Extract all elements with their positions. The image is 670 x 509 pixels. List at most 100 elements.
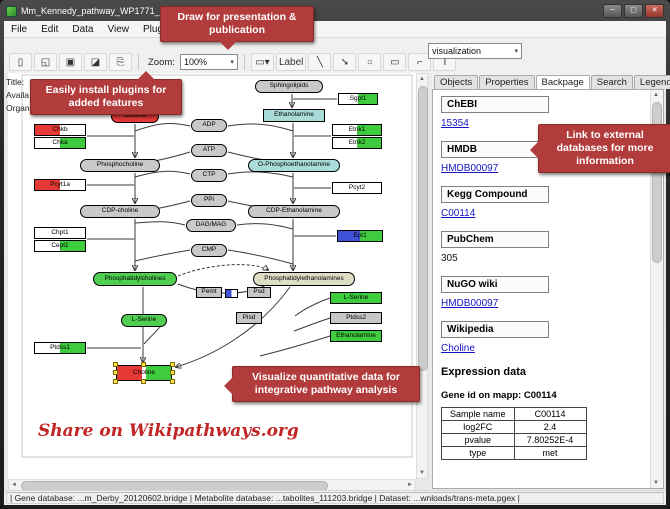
ellipse-tool[interactable]: ○ <box>358 53 382 71</box>
menu-item-plugins[interactable]: Plugins <box>136 23 183 36</box>
visualization-select[interactable]: visualization ▾ <box>428 43 522 59</box>
save-icon[interactable]: ▣ <box>59 53 82 71</box>
selection-handle[interactable] <box>113 370 118 375</box>
backpage-header-chebi: ChEBI <box>441 96 549 113</box>
backpage-link-chebi[interactable]: 15354 <box>441 118 469 129</box>
scroll-thumb[interactable] <box>418 86 428 371</box>
tab-objects[interactable]: Objects <box>434 75 479 89</box>
node-ctp[interactable]: CTP <box>191 169 227 182</box>
new-file-icon[interactable]: ▯ <box>9 53 32 71</box>
scroll-down-icon[interactable]: ▼ <box>419 470 425 476</box>
canvas-vertical-scrollbar[interactable]: ▲ ▼ <box>416 73 428 479</box>
panel-vertical-scrollbar[interactable]: ▲ ▼ <box>650 90 663 488</box>
node-cdp-choline[interactable]: CDP-choline <box>80 205 160 218</box>
datanode-tool[interactable]: ▭▾ <box>250 53 274 71</box>
scroll-up-icon[interactable]: ▲ <box>419 76 425 82</box>
backpage-section-chebi: ChEBI 15354 <box>441 96 643 129</box>
node-sphingolipids[interactable]: Sphingolipids <box>255 80 323 93</box>
node-chpt1[interactable]: Chpt1 <box>34 227 86 239</box>
node-cdp-ethanolamine[interactable]: CDP-Ethanolamine <box>248 205 340 218</box>
node-l-serine-right[interactable]: L-Serine <box>330 292 382 304</box>
node-pisd[interactable]: Pisd <box>236 312 262 324</box>
callout-visualize: Visualize quantitative data for integrat… <box>224 366 420 403</box>
tab-backpage[interactable]: Backpage <box>535 75 590 89</box>
arrow-tool[interactable]: ➘ <box>333 53 357 71</box>
backpage-link-wikipedia[interactable]: Choline <box>441 343 475 354</box>
scroll-left-icon[interactable]: ◄ <box>11 482 17 488</box>
node-ept1[interactable]: Ept1 <box>337 230 383 242</box>
paste-icon[interactable]: ⎘ <box>109 53 132 71</box>
titlebar[interactable]: Mm_Kennedy_pathway_WP1771_45176.gpml ─▢✕ <box>6 2 664 20</box>
node-atp[interactable]: ATP <box>191 144 227 157</box>
node-pcyt1a[interactable]: Pcyt1a <box>34 179 86 191</box>
node-pcyt2[interactable]: Pcyt2 <box>332 182 382 194</box>
node-ppi[interactable]: PPi <box>191 194 227 207</box>
scroll-down-icon[interactable]: ▼ <box>653 480 659 486</box>
selection-handle[interactable] <box>113 362 118 367</box>
node-cmp[interactable]: CMP <box>191 244 227 257</box>
node-phosphatidylethanolamines[interactable]: Phosphatidylethanolamines <box>253 272 355 286</box>
menu-item-data[interactable]: Data <box>72 23 94 35</box>
menu-item-view[interactable]: View <box>107 23 129 35</box>
label-tool[interactable]: Label <box>275 53 307 71</box>
window-title: Mm_Kennedy_pathway_WP1771_45176.gpml <box>21 6 207 16</box>
selection-handle[interactable] <box>141 379 146 384</box>
open-folder-icon[interactable]: ◱ <box>34 53 57 71</box>
zoom-select[interactable]: 100% ▾ <box>179 54 238 70</box>
node-etnk2[interactable]: Etnk2 <box>332 137 382 149</box>
expression-table-cell: log2FC <box>441 420 515 434</box>
scroll-right-icon[interactable]: ► <box>407 482 413 488</box>
copy-icon[interactable]: ◪ <box>84 53 107 71</box>
line-tool[interactable]: ╲ <box>308 53 332 71</box>
tab-legend[interactable]: Legend <box>633 75 670 89</box>
visualization-value: visualization <box>432 46 482 56</box>
node-o-phosphoethanolamine[interactable]: O-Phosphoethanolamine <box>248 159 340 172</box>
rectangle-tool[interactable]: ▭ <box>383 53 407 71</box>
tab-search[interactable]: Search <box>590 75 633 89</box>
minimize-button[interactable]: ─ <box>603 4 622 18</box>
node-ethanolamine-bottom[interactable]: Ethanolamine <box>330 330 382 342</box>
menu-item-file[interactable]: File <box>11 23 28 35</box>
callout-draw: Draw for presentation & publication <box>160 6 314 51</box>
backpage-link-nugo-wiki[interactable]: HMDB00097 <box>441 298 499 309</box>
bracket-tool[interactable]: ⌐ <box>408 53 432 71</box>
node-ptdss1[interactable]: Ptdss1 <box>34 342 86 354</box>
node-l-serine-left[interactable]: L-Serine <box>121 314 167 327</box>
selection-handle[interactable] <box>141 362 146 367</box>
node-phosphatidylcholines[interactable]: Phosphatidylcholines <box>93 272 177 286</box>
close-button[interactable]: ✕ <box>645 4 664 18</box>
selection-handle[interactable] <box>170 362 175 367</box>
selection-handle[interactable] <box>113 379 118 384</box>
backpage-link-kegg-compound[interactable]: C00114 <box>441 208 476 219</box>
node-chkb[interactable]: Chkb <box>34 124 86 136</box>
selection-handle[interactable] <box>170 370 175 375</box>
node-cept1[interactable]: Cept1 <box>34 240 86 252</box>
node-dag-mag[interactable]: DAG/MAG <box>186 219 236 232</box>
node-adp[interactable]: ADP <box>191 119 227 132</box>
node-mini-node[interactable] <box>225 289 238 298</box>
node-etnk1[interactable]: Etnk1 <box>332 124 382 136</box>
node-phosphocholine[interactable]: Phosphocholine <box>80 159 160 172</box>
node-chka[interactable]: Chka <box>34 137 86 149</box>
node-pemt[interactable]: Pemt <box>196 287 222 298</box>
node-ptdss2[interactable]: Ptdss2 <box>330 312 382 324</box>
backpage-link-hmdb[interactable]: HMDB00097 <box>441 163 499 174</box>
node-ethanolamine-top[interactable]: Ethanolamine <box>263 109 325 122</box>
maximize-button[interactable]: ▢ <box>624 4 643 18</box>
scroll-up-icon[interactable]: ▲ <box>653 92 659 98</box>
selection-handle[interactable] <box>170 379 175 384</box>
toolbar-row: ▯◱▣◪⎘ Zoom: 100% ▾ ▭▾Label╲➘○▭⌐T <box>9 53 457 71</box>
toolbar: ▯◱▣◪⎘ Zoom: 100% ▾ ▭▾Label╲➘○▭⌐T visuali… <box>4 38 666 75</box>
node-sgpl1[interactable]: Sgpl1 <box>338 93 378 105</box>
tab-properties[interactable]: Properties <box>479 75 535 89</box>
node-psd[interactable]: Psd <box>247 287 271 298</box>
menu-item-edit[interactable]: Edit <box>41 23 59 35</box>
expression-table-cell: type <box>441 446 515 460</box>
scroll-thumb[interactable] <box>652 102 662 264</box>
